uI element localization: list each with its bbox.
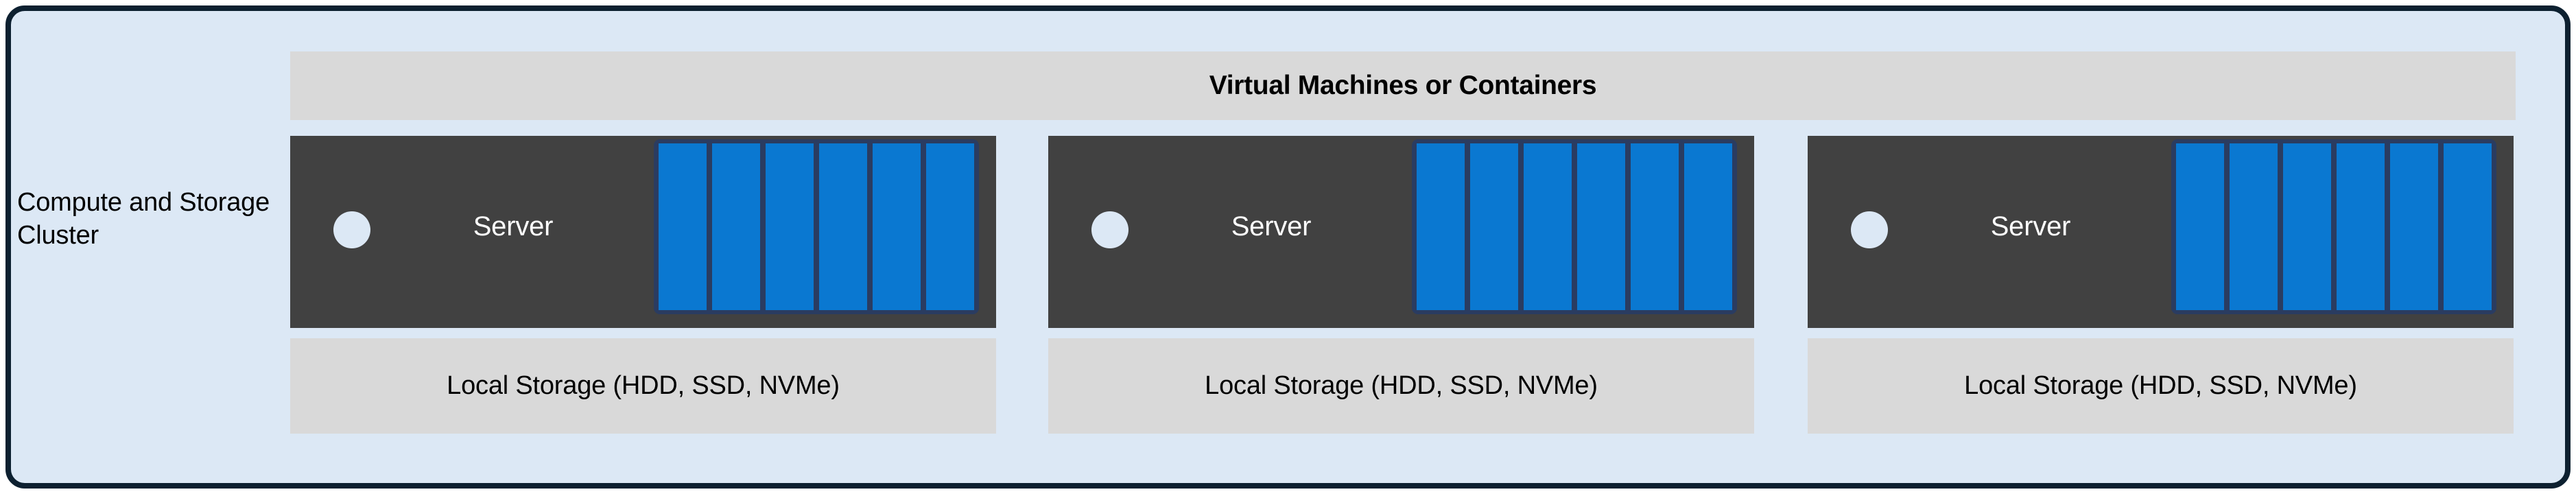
drive-bar [1684,143,1732,310]
server-label: Server [473,211,554,242]
drive-bar [766,143,814,310]
drive-bay-group [1412,139,1737,314]
drive-bar [1417,143,1465,310]
virtual-machines-banner-label: Virtual Machines or Containers [1209,71,1597,100]
drive-bar [1524,143,1572,310]
drive-bar [2176,143,2224,310]
local-storage-label: Local Storage (HDD, SSD, NVMe) [1205,371,1598,400]
cluster-label: Compute and Storage Cluster [17,188,270,250]
local-storage-bar: Local Storage (HDD, SSD, NVMe) [290,338,996,434]
drive-bar [873,143,921,310]
drive-bar [1577,143,1625,310]
drive-bay-group [654,139,979,314]
virtual-machines-banner: Virtual Machines or Containers [290,51,2516,120]
server-label: Server [1231,211,1312,242]
drive-bar [819,143,867,310]
server-panel: Server [1808,136,2514,328]
server-status-dot-icon [1091,211,1129,248]
server-status-dot-icon [333,211,370,248]
drive-bar [1470,143,1518,310]
drive-bay-group [2171,139,2496,314]
drive-bar [1631,143,1679,310]
drive-bar [2390,143,2438,310]
local-storage-label: Local Storage (HDD, SSD, NVMe) [1964,371,2357,400]
local-storage-label: Local Storage (HDD, SSD, NVMe) [447,371,840,400]
drive-bar [2444,143,2492,310]
server-label: Server [1990,211,2071,242]
drive-bar [926,143,974,310]
server-panel: Server [1048,136,1754,328]
local-storage-bar: Local Storage (HDD, SSD, NVMe) [1048,338,1754,434]
drive-bar [2337,143,2385,310]
server-status-dot-icon [1851,211,1888,248]
drive-bar [712,143,760,310]
drive-bar [2230,143,2278,310]
local-storage-bar: Local Storage (HDD, SSD, NVMe) [1808,338,2514,434]
drive-bar [659,143,707,310]
server-panel: Server [290,136,996,328]
drive-bar [2283,143,2331,310]
